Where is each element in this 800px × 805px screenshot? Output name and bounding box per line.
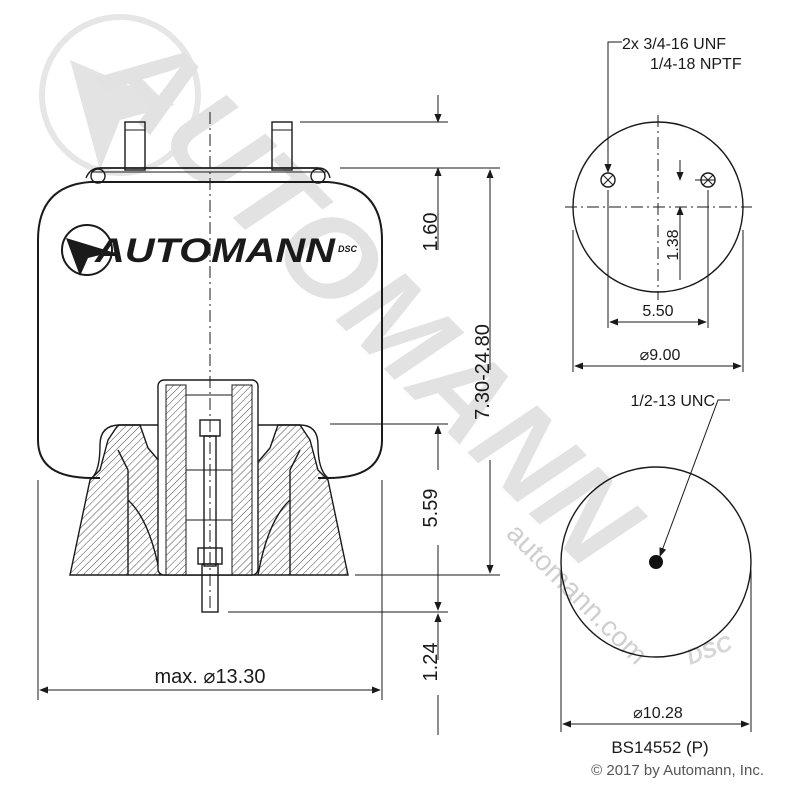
piston bbox=[69, 379, 349, 576]
top-callout-line1: 2x 3/4-16 UNF bbox=[622, 36, 726, 53]
side-extension-lines bbox=[37, 121, 500, 700]
dim-5-50: 5.50 bbox=[607, 190, 709, 328]
logo-text: AUTOMANN bbox=[94, 232, 337, 270]
bellows-body bbox=[37, 181, 383, 479]
copyright-text: © 2017 by Automann, Inc. bbox=[591, 762, 764, 779]
dim-1-60: 1.60 bbox=[420, 95, 442, 251]
dim-1-38-label: 1.38 bbox=[665, 229, 682, 260]
dim-5-50-label: 5.50 bbox=[642, 303, 673, 320]
dim-diameter-10-label: ⌀10.28 bbox=[633, 705, 683, 722]
dim-1-60-label: 1.60 bbox=[420, 213, 442, 252]
dim-1-24-label: 1.24 bbox=[420, 643, 442, 682]
top-view-port-left bbox=[600, 172, 616, 188]
part-number: BS14552 (P) bbox=[611, 738, 708, 757]
dim-diameter-9-label: ⌀9.00 bbox=[640, 347, 681, 364]
dim-diameter-9: ⌀9.00 bbox=[572, 230, 744, 372]
dim-5-59: 5.59 bbox=[420, 425, 442, 611]
bottom-view-callout: 1/2-13 UNC bbox=[631, 393, 730, 557]
bottom-callout-label: 1/2-13 UNC bbox=[631, 393, 715, 410]
bottom-view-outline bbox=[560, 466, 752, 658]
dim-diameter-10: ⌀10.28 bbox=[560, 570, 752, 732]
dim-height-range-label: 7.30-24.80 bbox=[472, 324, 494, 420]
logo-mark bbox=[61, 224, 113, 276]
dim-max-diameter-label: max. ⌀13.30 bbox=[155, 666, 266, 688]
bottom-center-hole bbox=[649, 555, 663, 569]
logo-mark-text: DSC bbox=[338, 244, 358, 254]
dim-max-diameter: max. ⌀13.30 bbox=[39, 666, 381, 694]
dim-5-59-label: 5.59 bbox=[420, 489, 442, 528]
side-view: AUTOMANN DSC 1.60 7.30-24.80 bbox=[37, 95, 500, 735]
watermark-logo-mark bbox=[39, 14, 201, 176]
top-view: 2x 3/4-16 UNF 1/4-18 NPTF 1.38 5.50 ⌀9.0… bbox=[565, 36, 752, 372]
dim-height-range: 7.30-24.80 bbox=[472, 169, 494, 574]
bellows-logo: AUTOMANN DSC bbox=[61, 224, 358, 276]
dim-1-38: 1.38 bbox=[665, 160, 715, 280]
top-view-callout: 2x 3/4-16 UNF 1/4-18 NPTF bbox=[604, 36, 742, 173]
dim-1-24: 1.24 bbox=[420, 613, 442, 735]
top-studs bbox=[124, 121, 293, 171]
bottom-view: 1/2-13 UNC ⌀10.28 bbox=[560, 393, 752, 732]
top-callout-line2: 1/4-18 NPTF bbox=[650, 56, 742, 73]
